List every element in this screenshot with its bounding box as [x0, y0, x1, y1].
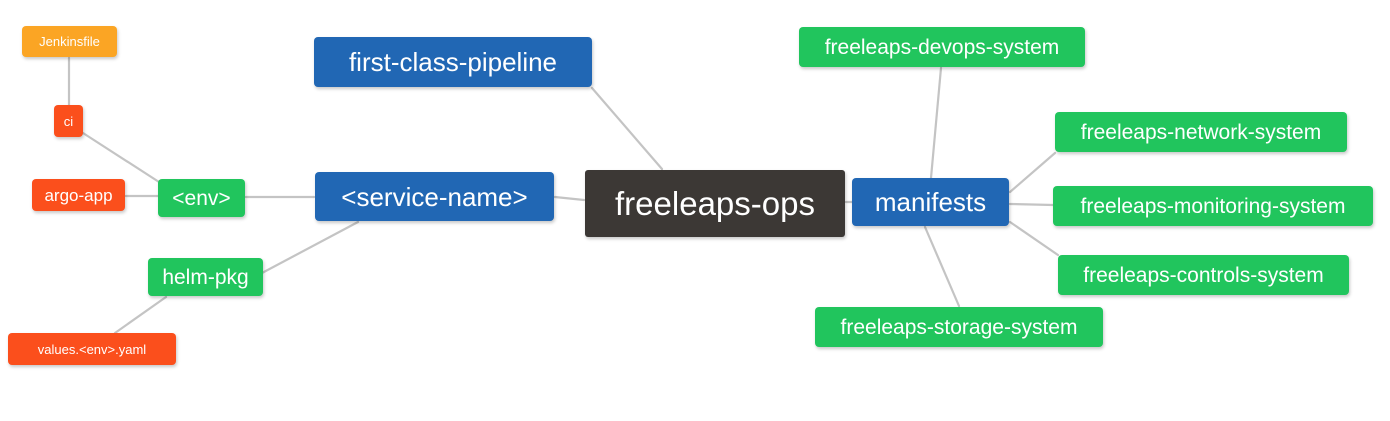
node-jenkinsfile[interactable]: Jenkinsfile: [22, 26, 117, 57]
node-label: freeleaps-ops: [615, 185, 815, 222]
node-label: <env>: [172, 186, 231, 210]
node-label: freeleaps-network-system: [1080, 120, 1322, 144]
node-env[interactable]: <env>: [158, 179, 245, 217]
node-freeleaps-devops-system[interactable]: freeleaps-devops-system: [799, 27, 1085, 67]
edge-manifests-to-freeleaps-monitoring-system: [1008, 202, 1055, 207]
node-ci[interactable]: ci: [54, 105, 83, 137]
node-first-class-pipeline[interactable]: first-class-pipeline: [314, 37, 592, 87]
node-manifests[interactable]: manifests: [852, 178, 1009, 226]
node-label: freeleaps-controls-system: [1083, 263, 1324, 287]
edge-manifests-to-freeleaps-storage-system: [923, 225, 961, 308]
edge-ci-to-env: [81, 131, 161, 184]
edge-service-name-to-freeleaps-ops: [553, 195, 586, 202]
edge-manifests-to-freeleaps-devops-system: [929, 66, 943, 180]
node-freeleaps-controls-system[interactable]: freeleaps-controls-system: [1058, 255, 1349, 295]
node-label: values.<env>.yaml: [37, 341, 147, 357]
node-label: <service-name>: [341, 181, 528, 212]
node-argo-app[interactable]: argo-app: [32, 179, 125, 211]
node-label: freeleaps-devops-system: [824, 35, 1060, 59]
node-freeleaps-ops[interactable]: freeleaps-ops: [585, 170, 845, 237]
node-label: helm-pkg: [162, 265, 249, 289]
node-label: freeleaps-storage-system: [840, 315, 1078, 339]
edge-values-yaml-to-helm-pkg: [113, 295, 168, 335]
node-values-yaml[interactable]: values.<env>.yaml: [8, 333, 176, 365]
node-freeleaps-storage-system[interactable]: freeleaps-storage-system: [815, 307, 1103, 347]
edge-helm-pkg-to-service-name: [260, 220, 360, 275]
node-label: ci: [63, 113, 74, 129]
node-freeleaps-network-system[interactable]: freeleaps-network-system: [1055, 112, 1347, 152]
edge-manifests-to-freeleaps-network-system: [1008, 151, 1057, 194]
node-label: freeleaps-monitoring-system: [1080, 194, 1346, 218]
node-label: argo-app: [44, 185, 113, 205]
edge-manifests-to-freeleaps-controls-system: [1008, 220, 1060, 257]
node-label: Jenkinsfile: [39, 34, 100, 49]
edge-first-class-pipeline-to-freeleaps-ops: [590, 86, 664, 171]
node-service-name[interactable]: <service-name>: [315, 172, 554, 221]
node-label: manifests: [874, 187, 987, 217]
node-label: first-class-pipeline: [348, 47, 558, 77]
node-freeleaps-monitoring-system[interactable]: freeleaps-monitoring-system: [1053, 186, 1373, 226]
node-helm-pkg[interactable]: helm-pkg: [148, 258, 263, 296]
